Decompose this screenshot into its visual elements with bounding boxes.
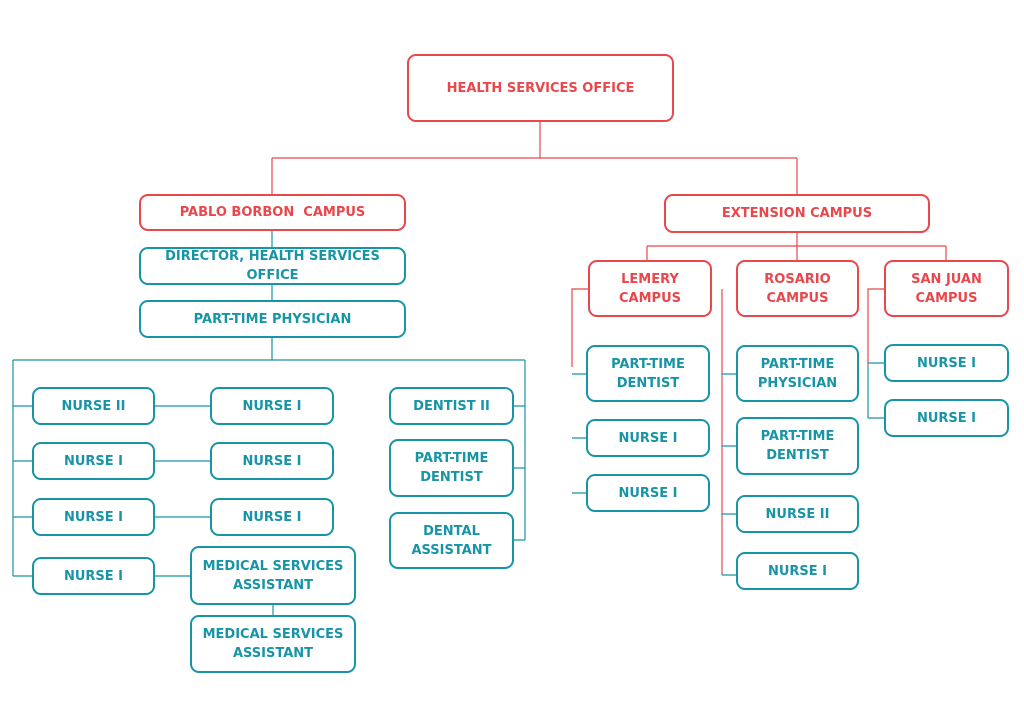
lemery-campus-box: LEMERY CAMPUS [588, 260, 712, 317]
pb-middle-nurse-box: NURSE I [210, 442, 334, 480]
dentist-ii-label: DENTIST II [413, 398, 490, 414]
staff-connectors [12, 231, 884, 615]
lemery-part-time-dentist-box: PART-TIME DENTIST [586, 345, 710, 402]
rosario-nurse-ii-box: NURSE II [736, 495, 859, 533]
medical-services-assistant-box: MEDICAL SERVICES ASSISTANT [190, 615, 356, 673]
pb-middle-nurse-box: NURSE I [210, 387, 334, 425]
rosario-campus-box: ROSARIO CAMPUS [736, 260, 859, 317]
pb-left-nurse-label: NURSE I [63, 453, 124, 469]
pb-left-nurse-label: NURSE I [63, 568, 124, 584]
director-box: DIRECTOR, HEALTH SERVICES OFFICE [139, 247, 406, 285]
extension-campus-label: EXTENSION CAMPUS [721, 206, 873, 221]
rosario-part-time-physician-box: PART-TIME PHYSICIAN [736, 345, 859, 402]
pb-part-time-dentist-label: PART-TIME DENTIST [414, 451, 489, 485]
medical-services-assistant-box: MEDICAL SERVICES ASSISTANT [190, 546, 356, 605]
health-services-office-label: HEALTH SERVICES OFFICE [446, 80, 635, 96]
pb-middle-nurse-label: NURSE I [242, 453, 302, 469]
pb-left-nurse-box: NURSE I [32, 442, 155, 480]
rosario-campus-label: ROSARIO CAMPUS [764, 271, 831, 306]
san-juan-nurse-box: NURSE I [884, 399, 1009, 437]
pb-left-nurse-label: NURSE II [61, 398, 126, 414]
san-juan-nurse-label: NURSE I [916, 355, 977, 371]
dentist-ii-box: DENTIST II [389, 387, 514, 425]
pablo-borbon-campus-box: PABLO BORBON CAMPUS [139, 194, 406, 231]
rosario-part-time-dentist-label: PART-TIME DENTIST [760, 429, 835, 463]
medical-services-assistant-label: MEDICAL SERVICES ASSISTANT [202, 627, 344, 661]
rosario-nurse-ii-label: NURSE II [765, 506, 830, 522]
pb-middle-nurse-label: NURSE I [242, 398, 302, 414]
san-juan-nurse-box: NURSE I [884, 344, 1009, 382]
lemery-nurse-label: NURSE I [618, 430, 678, 446]
pb-middle-nurse-label: NURSE I [242, 509, 302, 525]
pb-left-nurse-box: NURSE II [32, 387, 155, 425]
rosario-nurse-label: NURSE I [767, 563, 828, 579]
lemery-nurse-box: NURSE I [586, 474, 710, 512]
pb-part-time-dentist-box: PART-TIME DENTIST [389, 439, 514, 497]
san-juan-nurse-label: NURSE I [916, 410, 977, 426]
dental-assistant-box: DENTAL ASSISTANT [389, 512, 514, 569]
pb-middle-nurse-box: NURSE I [210, 498, 334, 536]
rosario-nurse-box: NURSE I [736, 552, 859, 590]
medical-services-assistant-label: MEDICAL SERVICES ASSISTANT [202, 558, 344, 593]
rosario-part-time-physician-label: PART-TIME PHYSICIAN [757, 356, 838, 391]
lemery-part-time-dentist-label: PART-TIME DENTIST [611, 356, 685, 391]
pb-left-nurse-box: NURSE I [32, 498, 155, 536]
lemery-nurse-box: NURSE I [586, 419, 710, 457]
lemery-campus-label: LEMERY CAMPUS [619, 271, 681, 306]
part-time-physician-label: PART-TIME PHYSICIAN [193, 311, 352, 327]
office-connectors [271, 122, 947, 575]
pb-left-nurse-label: NURSE I [63, 509, 124, 525]
rosario-part-time-dentist-box: PART-TIME DENTIST [736, 417, 859, 475]
pb-left-nurse-box: NURSE I [32, 557, 155, 595]
san-juan-campus-box: SAN JUAN CAMPUS [884, 260, 1009, 317]
part-time-physician-box: PART-TIME PHYSICIAN [139, 300, 406, 338]
lemery-nurse-label: NURSE I [618, 485, 678, 501]
dental-assistant-label: DENTAL ASSISTANT [411, 523, 492, 558]
extension-campus-box: EXTENSION CAMPUS [664, 194, 930, 233]
health-services-office-box: HEALTH SERVICES OFFICE [407, 54, 674, 122]
san-juan-campus-label: SAN JUAN CAMPUS [911, 271, 982, 306]
pablo-borbon-campus-label: PABLO BORBON CAMPUS [179, 205, 366, 220]
director-label: DIRECTOR, HEALTH SERVICES OFFICE [165, 249, 380, 283]
